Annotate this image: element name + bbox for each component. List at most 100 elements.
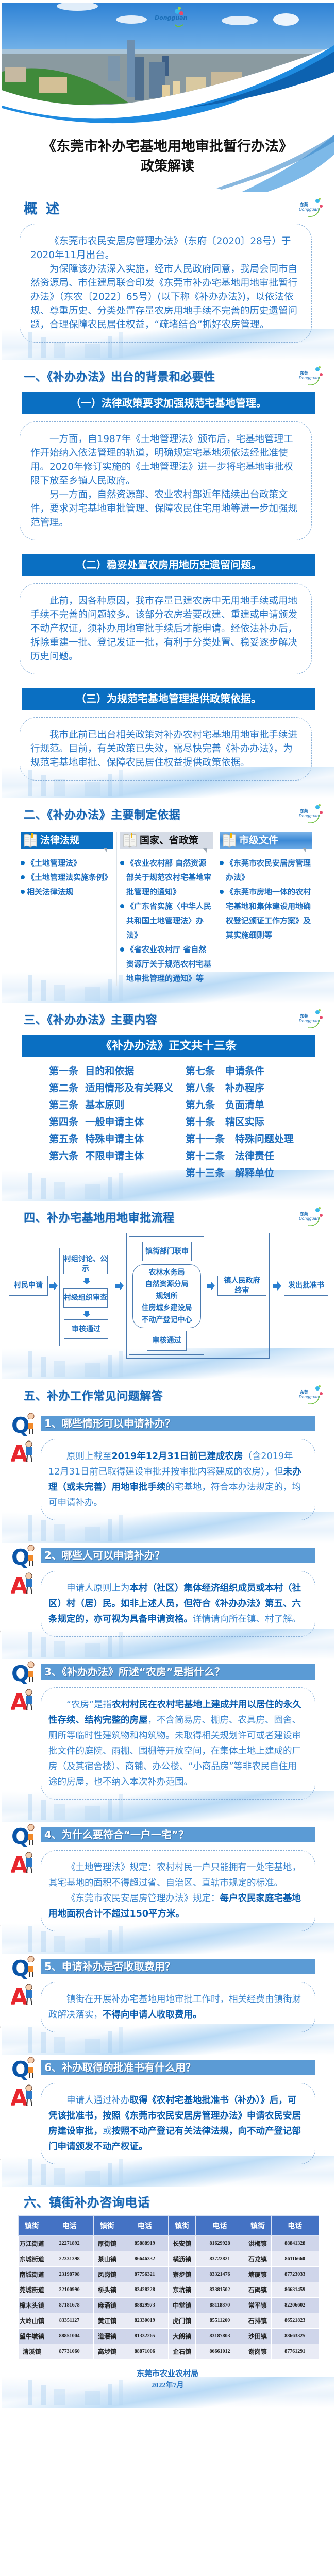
basis-list-item: 《农业农村部 自然资源部关于规范农村宅基地审批管理的通知》 — [120, 856, 213, 899]
town-cell: 清溪镇 — [18, 2344, 46, 2360]
page-number: 10 — [0, 1630, 331, 1634]
phone-cell: 86661012 — [195, 2344, 245, 2360]
phone-cell: 83187803 — [195, 2328, 245, 2344]
town-cell: 黄江镇 — [93, 2313, 122, 2329]
answer-paragraph: 申请人通过补办取得《农村宅基地批准书（补办）》后，可凭该批准书，按照《东莞市农民… — [48, 2093, 304, 2155]
svg-text:东莞: 东莞 — [300, 1211, 308, 1216]
phone-cell: 88829973 — [121, 2297, 169, 2313]
town-cell: 谢岗镇 — [244, 2344, 272, 2360]
answer-text: 申请人原则上为 — [66, 1583, 130, 1594]
answer-bold-text: 取得《农村宅基地批准书（补办）》后，可凭该批准书，按照《东莞市农民安居房管理办法… — [48, 2095, 301, 2137]
column-header: 镇街 — [93, 2215, 122, 2236]
question-bar: 4、为什么要符合“一户一宅”？ — [41, 1827, 315, 1842]
answer-paragraph: 申请人原则上为本村（社区）集体经济组织成员或本村（社区）村（居）民。如非上述人员… — [48, 1581, 304, 1627]
town-cell: 横沥镇 — [168, 2251, 196, 2267]
flow-departments: 农林水务局自然资源分局规划所住房城乡建设局不动产登记中心 — [132, 1264, 201, 1328]
answer-row: A《土地管理法》规定：农村村民一户只能拥有一处宅基地，其宅基地的面积不得超过省、… — [0, 1850, 335, 1931]
town-cell: 道滘镇 — [93, 2328, 122, 2344]
article-item: 第四条 一般申请主体 — [49, 1116, 144, 1128]
answer-box: “农房”是指农村村民在农村宅基地上建成并用以居住的永久性存续、结构完整的房屋，不… — [41, 1687, 315, 1800]
question-row: Q 2、哪些人可以申请补办？ — [0, 1543, 335, 1570]
svg-text:东莞: 东莞 — [300, 1389, 308, 1395]
phone-cell: 22271892 — [45, 2235, 94, 2251]
q-icon: Q — [11, 1543, 36, 1570]
column-header: 电话 — [121, 2215, 169, 2236]
phone-cell: 82330019 — [121, 2313, 169, 2329]
phone-cell: 88841328 — [271, 2235, 320, 2251]
tab-laws: 法律法规 — [21, 832, 113, 853]
footer-date: 2022年7月 — [151, 2382, 184, 2389]
town-cell: 洪梅镇 — [244, 2235, 272, 2251]
svg-text:东莞: 东莞 — [300, 202, 308, 207]
approval-flowchart: 村民申请 村组讨论、公示 村级组织审查 审核通过 镇街部门联审 农林水务局自然资… — [0, 1233, 335, 1362]
article-item: 第九条 负面清单 — [186, 1099, 264, 1111]
basis-list-item: 《东莞市房地一体的农村宅基地和集体建设用地确权登记颁证工作方案》及其实施细则等 — [220, 885, 312, 942]
department-item: 自然资源分局 — [145, 1280, 189, 1289]
basis-list-item: 《土地管理法》 — [21, 856, 113, 870]
answer-row: A 申请人通过补办取得《农村宅基地批准书（补办）》后，可凭该批准书，按照《东莞市农… — [0, 2083, 335, 2164]
svg-text:东莞: 东莞 — [300, 808, 308, 814]
answer-text: ，不含简易房、棚房、农具房、圈舍、厕所等临时性建筑物和构筑物。未取得相关规划许可… — [48, 1715, 301, 1787]
answer-text: 《东莞市农民安居房管理办法》规定： — [66, 1893, 220, 1904]
tab-label: 法律法规 — [40, 835, 80, 846]
a-icon: A — [10, 1571, 36, 1599]
laws-list: 《土地管理法》《土地管理法实施条例》相关法律法规 — [21, 856, 113, 899]
section6-heading: 六、镇街补办咨询电话 — [24, 2195, 150, 2210]
question-bar: 3、《补办办法》所述“农房”是指什么？ — [41, 1664, 315, 1680]
section5-heading: 五、补办工作常见问题解答 — [24, 1390, 163, 1403]
phone-cell: 83428228 — [121, 2282, 169, 2298]
article-item: 第二条 适用情形及有关释义 — [49, 1082, 174, 1094]
svg-text:东莞: 东莞 — [300, 370, 308, 376]
book-icon — [223, 833, 236, 848]
footer-organization: 东莞市农业农村局 — [136, 2369, 198, 2378]
section4-heading: 四、补办宅基地用地审批流程 — [24, 1212, 175, 1225]
q-icon: Q — [11, 1659, 36, 1686]
town-cell: 中堂镇 — [168, 2297, 196, 2313]
phone-cell: 83351127 — [45, 2313, 94, 2329]
phone-cell: 88871006 — [121, 2344, 169, 2360]
phone-cell: 88851004 — [45, 2328, 94, 2344]
svg-text:A: A — [11, 1441, 28, 1464]
arrow-down-icon — [82, 1311, 91, 1317]
answer-paragraph: 镇街在开展补办宅基地用地审批工作时，相关经费由镇街财政解决落实，不得向申请人收取… — [48, 1992, 304, 2023]
page-number: 13 — [0, 2025, 331, 2029]
svg-text:Q: Q — [11, 1824, 30, 1847]
svg-text:A: A — [11, 2085, 28, 2108]
column-header: 镇街 — [168, 2215, 196, 2236]
basis-list-item: 《东莞市农民安居房管理办法》 — [220, 856, 312, 885]
svg-text:Dongguan: Dongguan — [299, 1019, 319, 1023]
phone-cell: 22100990 — [45, 2282, 94, 2298]
town-cell: 长安镇 — [168, 2235, 196, 2251]
book-icon — [24, 833, 37, 848]
answer-box: 原则上截至2019年12月31日前已建成农房（含2019年12月31日前已取得建… — [41, 1439, 315, 1520]
answer-row: A“农房”是指农村村民在农村宅基地上建成并用以居住的永久性存续、结构完整的房屋，… — [0, 1687, 335, 1800]
town-cell: 塘厦镇 — [244, 2266, 272, 2282]
question-row: Q 3、《补办办法》所述“农房”是指什么？ — [0, 1659, 335, 1686]
phone-cell: 87723033 — [271, 2266, 320, 2282]
answer-text: （含2019年12月31日前已取得建设审批并按审批内容建成的农房），但 — [48, 1451, 293, 1477]
section1-paragraph: 另一方面，自然资源部、农业农村部近年陆续出台政策文件，要求对宅基地审批管理、保障… — [30, 489, 298, 528]
section1-heading: 一、《补办办法》出台的背景和必要性 — [24, 371, 215, 384]
department-item: 规划所 — [156, 1292, 178, 1300]
hero-banner-image: Dongguan — [2, 3, 334, 192]
section1-box-3: 我市此前已出台相关政策对补办农村宅基地用地审批手续进行规范。目前，有关政策已失效… — [20, 717, 312, 781]
town-cell: 高埗镇 — [93, 2344, 122, 2360]
answer-box: 《土地管理法》规定：农村村民一户只能拥有一处宅基地，其宅基地的面积不得超过省、自… — [41, 1850, 315, 1931]
phone-cell: 87181678 — [45, 2297, 94, 2313]
column-header: 电话 — [195, 2215, 245, 2236]
town-cell: 大岭山镇 — [18, 2313, 46, 2329]
department-item: 不动产登记中心 — [141, 1315, 192, 1324]
answer-text: “农房”是指 — [66, 1700, 112, 1710]
question-bar: 2、哪些人可以申请补办？ — [41, 1548, 315, 1563]
article-item: 第三条 基本原则 — [49, 1099, 125, 1111]
articles-right-column: 第七条 申请条件第八条 补办程序第九条 负面清单第十条 辖区实际第十一条 特殊问… — [186, 1064, 322, 1183]
